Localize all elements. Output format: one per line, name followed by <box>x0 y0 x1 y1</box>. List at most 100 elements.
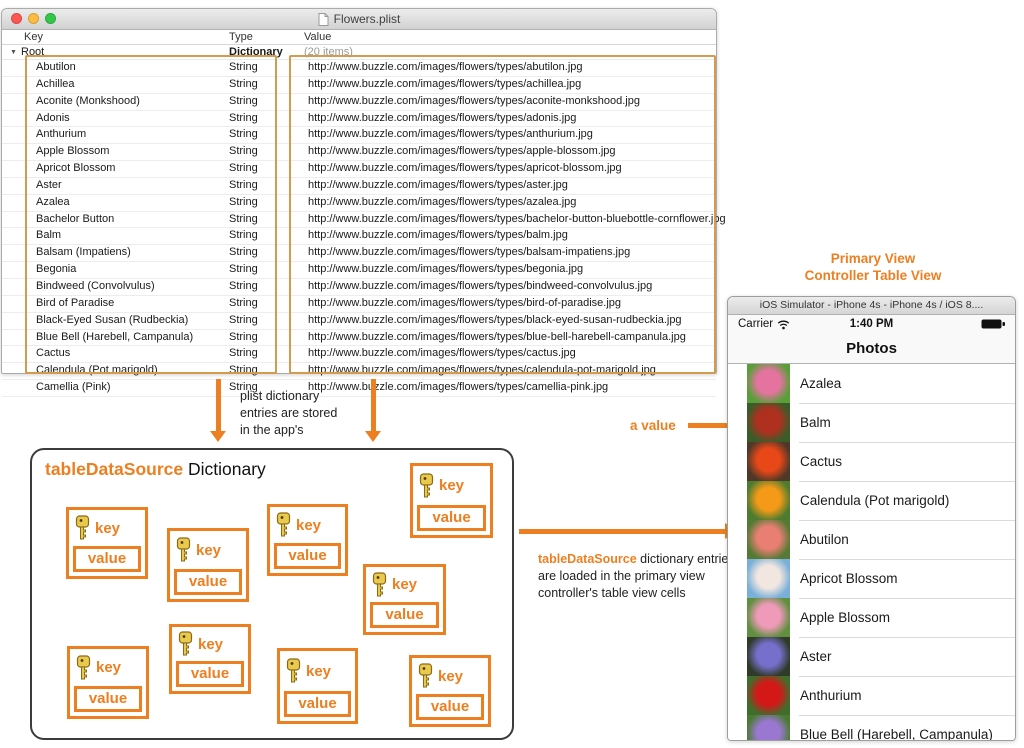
table-row[interactable]: Azalea <box>728 364 1015 403</box>
plist-window-title-text: Flowers.plist <box>333 12 401 26</box>
close-button[interactable] <box>11 13 22 24</box>
plist-window: Flowers.plist Key Type Value ▼ Root Dict… <box>1 8 726 397</box>
column-header-value[interactable]: Value <box>304 31 332 43</box>
table-row[interactable]: Aster <box>728 637 1015 676</box>
row-separator <box>799 715 1015 716</box>
key-icon <box>418 663 433 688</box>
value-cell: value <box>370 602 439 628</box>
diagram-title: tableDataSource Dictionary <box>45 459 266 480</box>
flower-thumbnail <box>747 559 790 598</box>
clock-label: 1:40 PM <box>849 318 894 330</box>
key-icon <box>276 512 291 537</box>
plist-row-type: String <box>229 111 258 124</box>
plist-titlebar[interactable]: Flowers.plist <box>2 9 716 30</box>
plist-row-value: http://www.buzzle.com/images/flowers/typ… <box>308 111 577 124</box>
plist-row-key: Achillea <box>36 77 75 90</box>
key-icon <box>286 658 301 683</box>
plist-row-value: http://www.buzzle.com/images/flowers/typ… <box>308 145 616 158</box>
plist-row-type: String <box>229 279 258 292</box>
key-label: key <box>96 659 122 676</box>
table-row[interactable]: Apricot Blossom <box>728 559 1015 598</box>
plist-row-type: String <box>229 347 258 360</box>
wifi-icon <box>777 320 790 329</box>
key-icon <box>178 631 193 656</box>
nav-bar-title: Photos <box>728 332 1015 364</box>
table-row[interactable]: Calendula (Pot marigold) <box>728 481 1015 520</box>
ios-simulator-window: iOS Simulator - iPhone 4s - iPhone 4s / … <box>727 296 1016 741</box>
key-cell: key <box>280 651 355 691</box>
plist-row-type: String <box>229 195 258 208</box>
plist-row-key: Bird of Paradise <box>36 296 115 309</box>
key-icon <box>176 537 191 562</box>
key-label: key <box>198 635 224 653</box>
plist-row[interactable]: Adonis String http://www.buzzle.com/images… <box>2 111 716 128</box>
row-separator <box>799 442 1015 443</box>
plist-row-key: Apple Blossom <box>36 145 110 158</box>
table-row[interactable]: Blue Bell (Harebell, Campanula) <box>728 715 1015 740</box>
key-cell: key <box>69 510 145 546</box>
row-separator <box>799 481 1015 482</box>
plist-row-key: Abutilon <box>36 61 76 73</box>
row-separator <box>799 676 1015 677</box>
key-value-box: key value <box>409 655 491 727</box>
key-label: key <box>438 667 464 685</box>
table-row[interactable]: Cactus <box>728 442 1015 481</box>
plist-row-key: Black-Eyed Susan (Rudbeckia) <box>36 313 189 326</box>
minimize-button[interactable] <box>28 13 39 24</box>
table-row[interactable]: Balm <box>728 403 1015 442</box>
plist-row-value: http://www.buzzle.com/images/flowers/typ… <box>308 178 568 191</box>
table-row[interactable]: Anthurium <box>728 676 1015 715</box>
simulator-titlebar[interactable]: iOS Simulator - iPhone 4s - iPhone 4s / … <box>728 297 1015 315</box>
key-cell: key <box>170 531 246 569</box>
table-row[interactable]: Apple Blossom <box>728 598 1015 637</box>
key-cell: key <box>412 658 488 694</box>
zoom-button[interactable] <box>45 13 56 24</box>
value-cell: value <box>416 694 484 720</box>
column-header-type[interactable]: Type <box>229 31 253 43</box>
plist-row-key: Balm <box>36 229 62 242</box>
plist-row-key: Adonis <box>36 111 70 124</box>
plist-window-title: Flowers.plist <box>2 9 716 29</box>
key-label: key <box>392 576 418 593</box>
plist-row-type: String <box>229 162 258 175</box>
plist-row-key: Bachelor Button <box>36 212 115 225</box>
arrow-right-to-table <box>519 523 737 539</box>
plist-row-type: String <box>229 246 258 259</box>
table-row-label: Calendula (Pot marigold) <box>800 493 950 508</box>
plist-row-value: http://www.buzzle.com/images/flowers/typ… <box>308 195 577 208</box>
column-header-key[interactable]: Key <box>24 31 43 43</box>
plist-row-key: Aconite (Monkshood) <box>36 94 140 107</box>
flower-thumbnail <box>747 637 790 676</box>
key-cell: key <box>413 466 490 505</box>
key-cell: key <box>172 627 248 661</box>
disclosure-triangle-icon[interactable]: ▼ <box>10 49 17 56</box>
plist-row-key: Begonia <box>36 263 77 276</box>
key-icon <box>76 654 91 679</box>
row-separator <box>799 559 1015 560</box>
table-row-label: Blue Bell (Harebell, Campanula) <box>800 727 993 740</box>
plist-row-value: http://www.buzzle.com/images/flowers/typ… <box>308 61 583 73</box>
loaded-note-accent: tableDataSource <box>538 552 637 566</box>
table-row[interactable]: Abutilon <box>728 520 1015 559</box>
flower-thumbnail <box>747 403 790 442</box>
